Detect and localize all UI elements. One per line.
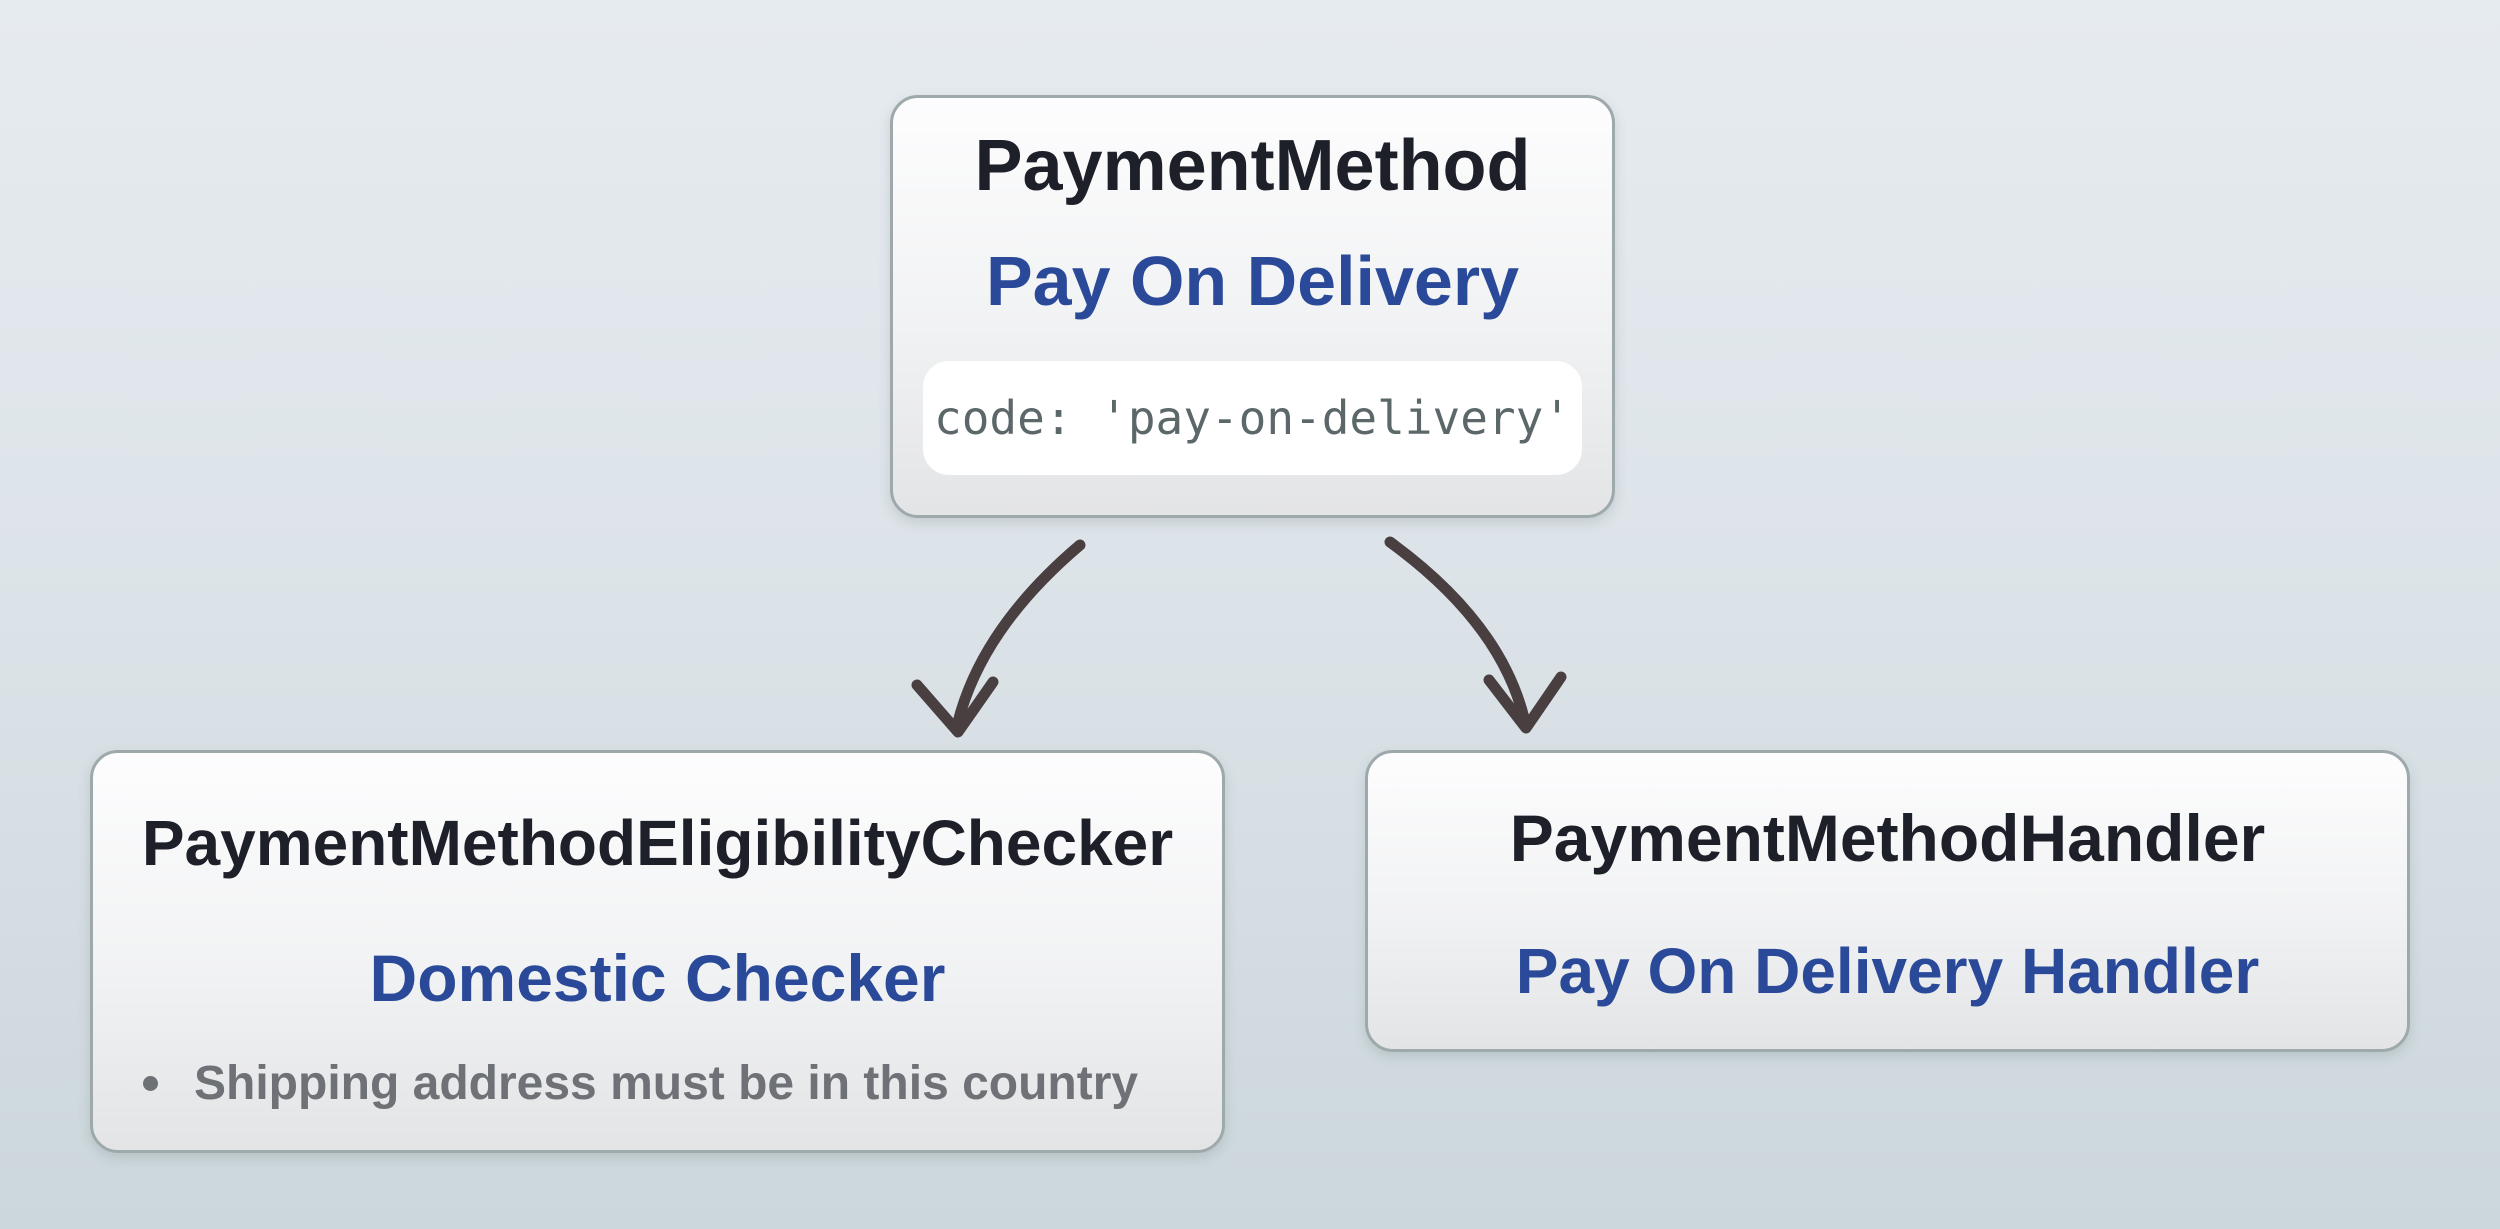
payment-method-class-name: PaymentMethod <box>974 126 1531 206</box>
arrowhead-right-icon <box>1483 671 1567 734</box>
edge-curve-left <box>952 539 1086 728</box>
node-payment-method: PaymentMethod Pay On Delivery code: 'pay… <box>890 95 1615 518</box>
edge-curve-right <box>1384 536 1530 724</box>
payment-method-code-text: code: 'pay-on-delivery' <box>934 391 1571 445</box>
bullet-icon <box>143 1075 158 1091</box>
payment-method-instance-name: Pay On Delivery <box>985 242 1520 320</box>
node-eligibility-checker: PaymentMethodEligibilityChecker Domestic… <box>90 750 1225 1153</box>
edge-payment-method-to-eligibility-checker <box>911 539 1086 738</box>
eligibility-checker-class-name: PaymentMethodEligibilityChecker <box>141 807 1174 879</box>
handler-instance-name: Pay On Delivery Handler <box>1515 935 2260 1007</box>
eligibility-checker-instance-name: Domestic Checker <box>369 941 946 1015</box>
eligibility-rule-text: Shipping address must be in this country <box>194 1056 1139 1110</box>
arrowhead-left-icon <box>911 676 999 738</box>
edge-payment-method-to-handler <box>1384 536 1567 734</box>
handler-class-name: PaymentMethodHandler <box>1509 801 2266 875</box>
payment-method-code-badge: code: 'pay-on-delivery' <box>923 361 1582 475</box>
eligibility-rule-item: Shipping address must be in this country <box>129 1053 1202 1113</box>
node-handler: PaymentMethodHandler Pay On Delivery Han… <box>1365 750 2410 1052</box>
